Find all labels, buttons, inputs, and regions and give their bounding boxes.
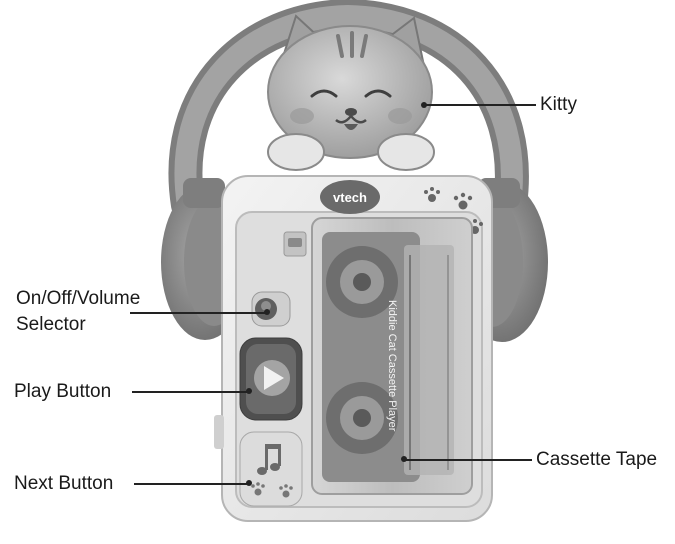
kitty-leader xyxy=(424,104,536,106)
play-leader xyxy=(132,391,250,393)
music-note-icon xyxy=(257,444,281,475)
cassette-window: Kiddie Cat Cassette Player xyxy=(311,217,473,495)
headband xyxy=(168,0,529,222)
play-button[interactable] xyxy=(239,337,303,421)
cassette-leader xyxy=(404,459,532,461)
brand-badge: vtech xyxy=(320,180,380,214)
next-button-label: Next Button xyxy=(14,473,114,494)
next-button[interactable] xyxy=(239,431,303,507)
onoff-leader-dot xyxy=(264,309,270,315)
next-leader-dot xyxy=(246,480,252,486)
kitty-label: Kitty xyxy=(540,94,577,115)
cassette-icon xyxy=(283,231,307,257)
onoff-volume-selector[interactable] xyxy=(251,291,291,327)
play-icon xyxy=(264,366,284,390)
kitty-leader-dot xyxy=(421,102,427,108)
cassette-tape-label: Cassette Tape xyxy=(536,449,658,470)
kitty-head xyxy=(267,14,435,171)
onoff-leader xyxy=(130,312,268,314)
cassette-leader-dot xyxy=(401,456,407,462)
cassette-spine-text: Kiddie Cat Cassette Player xyxy=(386,300,398,432)
onoff-volume-label-line1: On/Off/Volume xyxy=(16,288,141,309)
paw-prints-bottom xyxy=(251,482,293,498)
onoff-volume-label-line2: Selector xyxy=(16,314,86,335)
play-leader-dot xyxy=(246,388,252,394)
next-leader xyxy=(134,483,250,485)
brand-logo-text: vtech xyxy=(333,190,367,205)
play-button-label: Play Button xyxy=(14,381,112,402)
